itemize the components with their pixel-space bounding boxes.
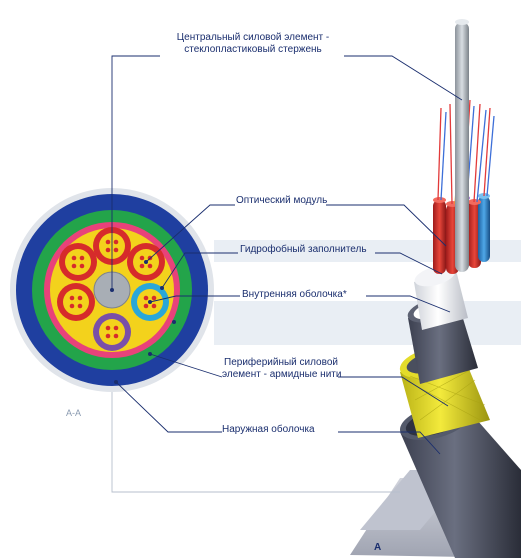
hydrophobic-label: Гидрофобный заполнитель [240, 244, 367, 255]
central-rod-label-line2: стеклопластиковый стержень [184, 44, 322, 55]
optical-module-label: Оптический модуль [236, 195, 328, 206]
peripheral-label: Периферийный силовой элемент - армидные … [222, 357, 342, 381]
central-rod-label: Центральный силовой элемент - стеклоплас… [160, 32, 346, 56]
leader-lines [111, 55, 463, 493]
central-rod-label-line1: Центральный силовой элемент - [176, 32, 330, 43]
outer-sheath-label: Наружная оболочка [222, 424, 315, 435]
inner-sheath-label: Внутренняя оболочка* [242, 289, 347, 300]
inner-sheath-band [214, 301, 521, 345]
peripheral-label-line2: элемент - армидные нити [222, 369, 342, 380]
peripheral-label-line1: Периферийный силовой [224, 357, 338, 368]
central-rod-3d [455, 19, 469, 272]
cut-mark-label: А [374, 542, 382, 553]
section-label: А-А [66, 408, 82, 418]
